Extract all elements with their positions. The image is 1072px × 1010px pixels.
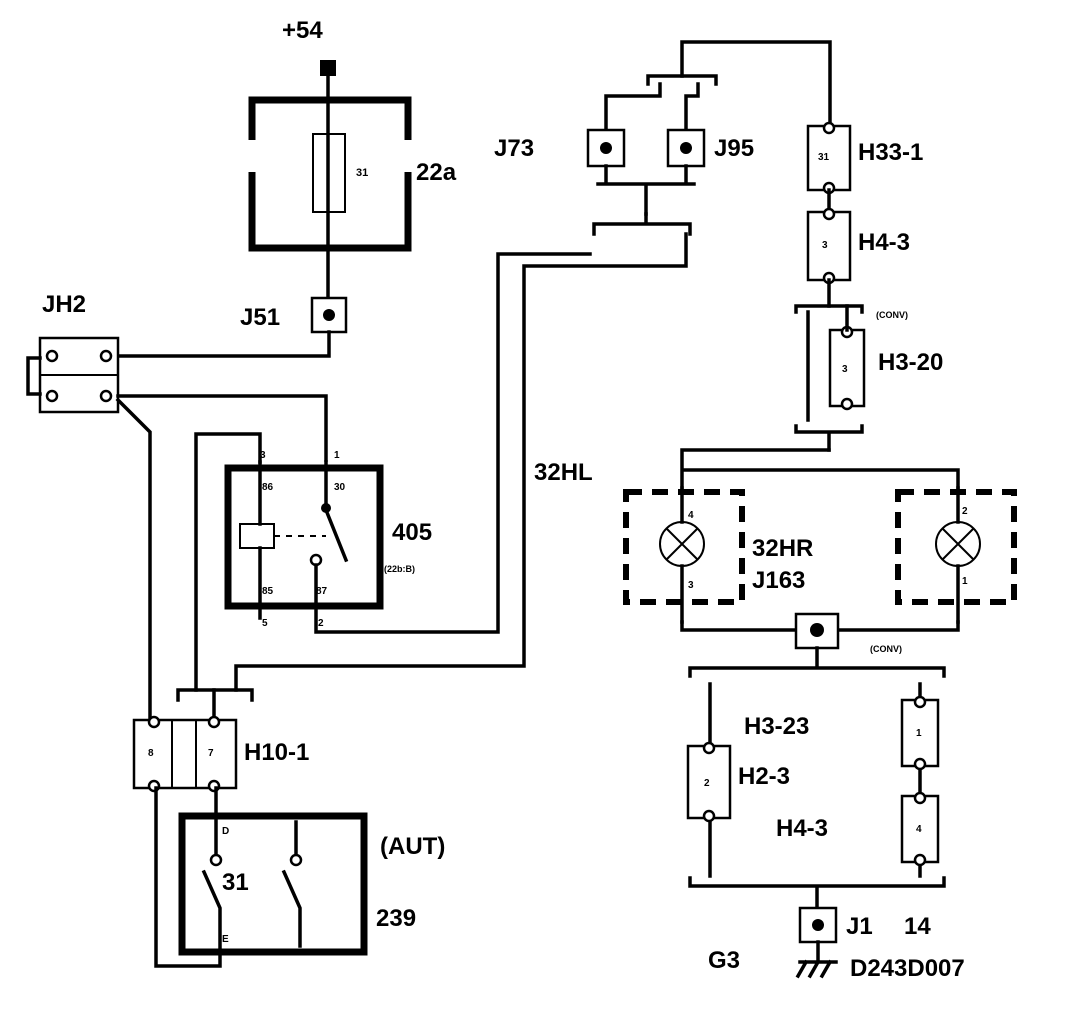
wire-j73-j95-top [604, 82, 700, 132]
switch-239 [154, 786, 368, 968]
connector-jh2 [26, 336, 120, 414]
switch-mode: (AUT) [380, 833, 445, 860]
connector-h4-3-top [806, 207, 852, 285]
relay-terminal-86: 86 [262, 482, 274, 493]
wire-j51-jh2 [116, 330, 331, 358]
conv-top-label: (CONV) [876, 310, 908, 320]
wire-jh2-h10-pin8 [115, 397, 152, 722]
relay-pin-3: 3 [260, 450, 266, 461]
fuse-box-22a [248, 96, 412, 252]
connector-h3-23 [900, 695, 940, 771]
j73-label: J73 [494, 135, 534, 162]
wire-relay87-j73 [314, 252, 592, 634]
relay-pin-1: 1 [334, 450, 340, 461]
wire-lamp-feed [680, 448, 960, 490]
lamp-left-pin-4: 4 [688, 510, 694, 521]
h10-pin-7: 7 [208, 748, 214, 759]
connector-j1 [798, 906, 838, 944]
connector-j163 [794, 612, 840, 650]
drawing-code: D243D007 [850, 955, 965, 982]
j95-label: J95 [714, 135, 754, 162]
relay-coil [239, 523, 275, 549]
relay-405 [224, 464, 384, 610]
ground-icon [795, 940, 838, 979]
relay-pin-5: 5 [262, 618, 268, 629]
h3-23-pin: 1 [916, 728, 922, 739]
h4-top-pin: 3 [822, 240, 828, 251]
h4-top-label: H4-3 [858, 229, 910, 256]
lamp-right-pin-1: 1 [962, 576, 968, 587]
lamp-right [895, 486, 1017, 624]
connector-j95 [666, 128, 706, 168]
h3-23-label: H3-23 [744, 713, 809, 740]
connector-h2-3 [686, 741, 732, 823]
h10-label: H10-1 [244, 739, 309, 766]
wire-relay86-h10 [194, 432, 262, 692]
wire-32hl-label: 32HL [534, 459, 593, 486]
connector-h4-3-bottom [900, 791, 940, 867]
j163-label: J163 [752, 567, 805, 594]
lamp-right-pin-2: 2 [962, 506, 968, 517]
wire-32hr-label: 32HR [752, 535, 813, 562]
connector-j73 [586, 128, 626, 168]
bundle-32hl [592, 212, 692, 236]
switch-terminal-e: E [222, 934, 229, 945]
wire-j95-h33 [680, 40, 832, 128]
supply-terminal [320, 60, 336, 76]
wire-switch-loop [154, 786, 222, 968]
j1-pin: 14 [904, 913, 931, 940]
ground-label: G3 [708, 947, 740, 974]
connector-h3-20 [828, 325, 866, 411]
relay-contact [323, 507, 349, 563]
h2-3-label: H2-3 [738, 763, 790, 790]
bundle-conv-top [794, 304, 864, 314]
h2-3-pin: 2 [704, 778, 710, 789]
h4-3-bottom-pin: 4 [916, 824, 922, 835]
relay-pin-2: 2 [318, 618, 324, 629]
j1-label: J1 [846, 913, 873, 940]
lamp-left [623, 486, 745, 624]
wire-32hl [234, 232, 688, 692]
bundle-conv-bottom [794, 424, 864, 452]
j51-label: J51 [240, 304, 280, 331]
fuse-label: 22a [416, 159, 457, 186]
h10-pin-8: 8 [148, 748, 154, 759]
h33-pin: 31 [818, 152, 830, 163]
relay-terminal-87: 87 [316, 586, 328, 597]
bundle-j73-j95-bottom [596, 164, 696, 216]
h33-label: H33-1 [858, 139, 923, 166]
connector-h33-1 [806, 121, 852, 195]
fuse-number: 31 [356, 167, 368, 179]
jh2-label: JH2 [42, 291, 86, 318]
relay-terminal-85: 85 [262, 586, 274, 597]
wire-jh2-relay30 [116, 394, 328, 462]
switch-terminal-31: 31 [222, 869, 249, 896]
switch-contact-2 [281, 869, 302, 948]
relay-label: 405 [392, 519, 432, 546]
bundle-lower-bottom [688, 876, 946, 910]
h4-3-bottom-label: H4-3 [776, 815, 828, 842]
supply-label: +54 [282, 17, 323, 44]
switch-label: 239 [376, 905, 416, 932]
h3-20-label: H3-20 [878, 349, 943, 376]
lamp-left-pin-3: 3 [688, 580, 694, 591]
h3-20-pin: 3 [842, 364, 848, 375]
relay-sublabel: (22b:B) [384, 564, 415, 574]
relay-terminal-30: 30 [334, 482, 346, 493]
switch-terminal-d: D [222, 826, 229, 837]
conv-bottom-label: (CONV) [870, 644, 902, 654]
connector-j51 [310, 296, 348, 334]
bundle-lower-top [688, 666, 946, 678]
